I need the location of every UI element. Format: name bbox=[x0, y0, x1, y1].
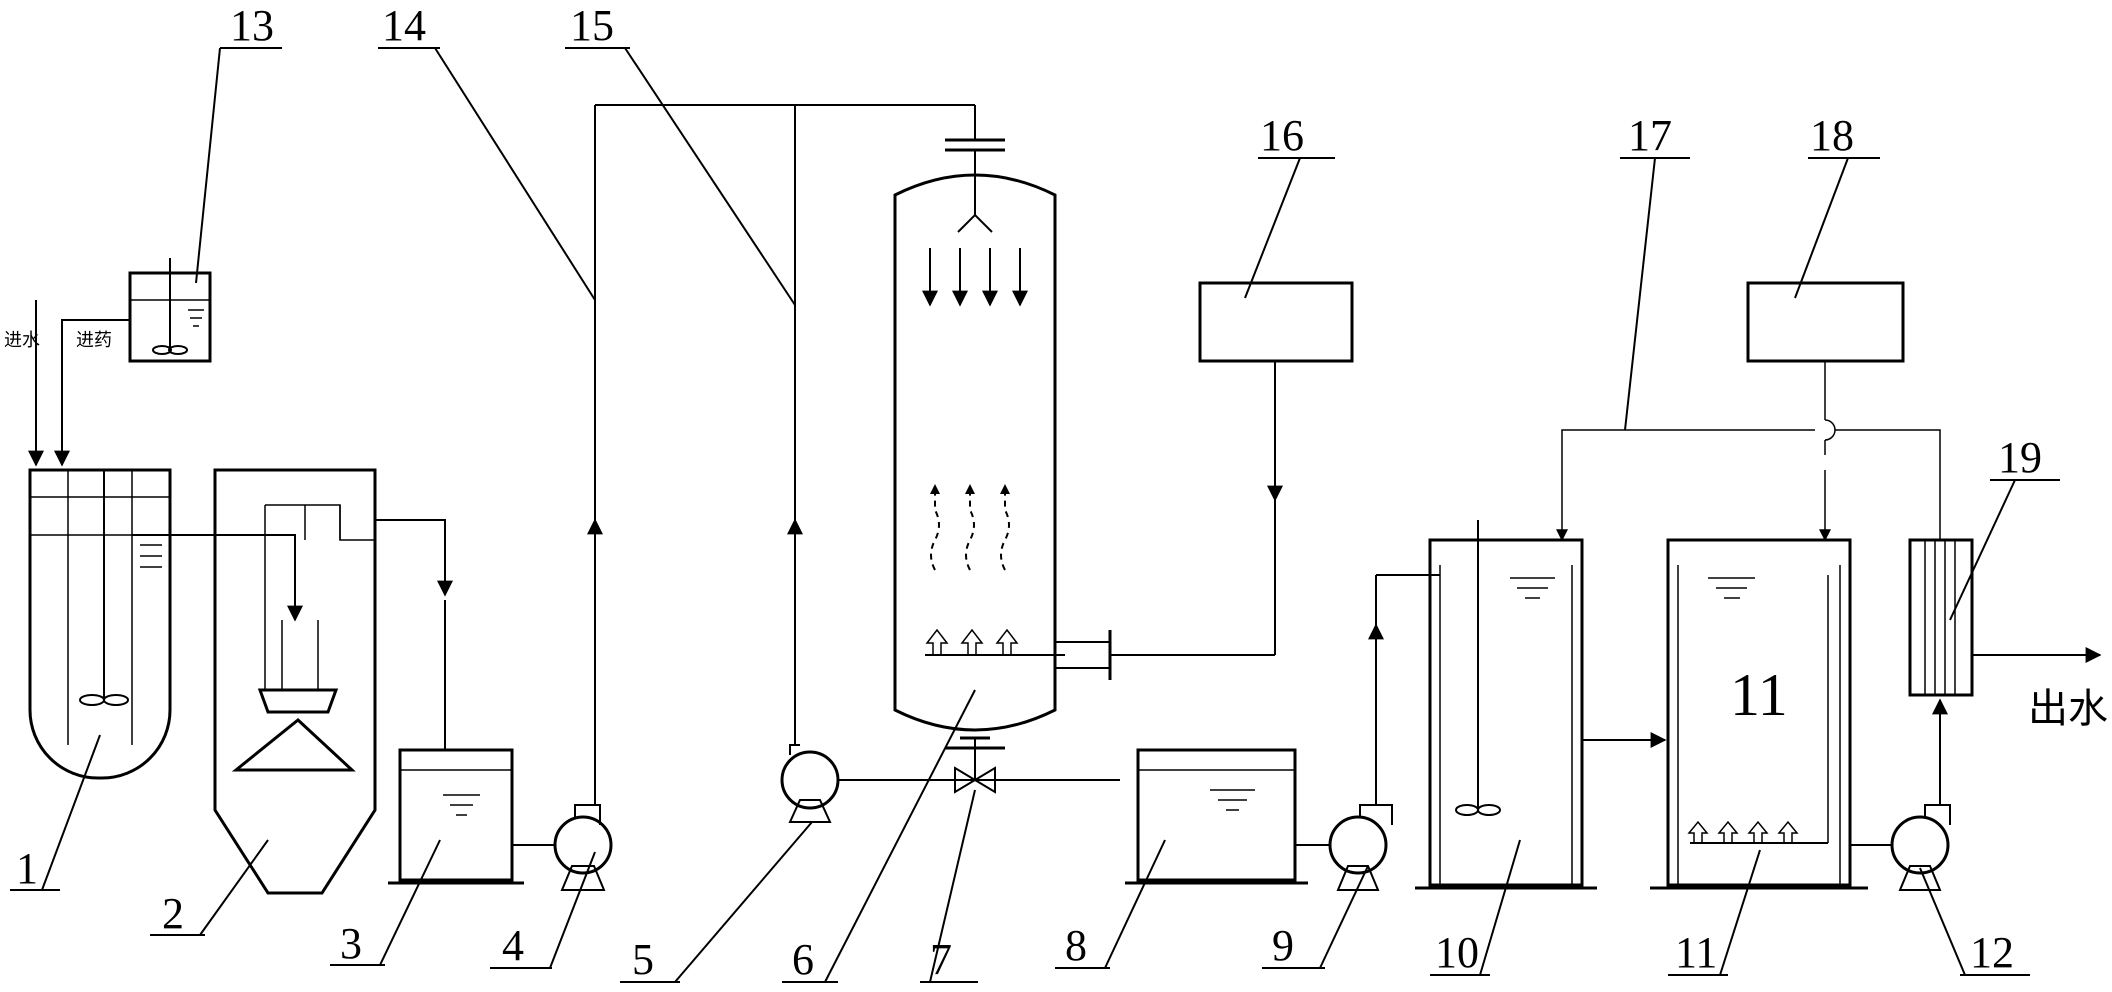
label-19: 19 bbox=[1998, 433, 2042, 482]
label-5: 5 bbox=[632, 935, 654, 984]
pump-5: 5 bbox=[620, 105, 1120, 984]
tank-8: 8 bbox=[1055, 748, 1330, 970]
inlet-water-label: 进水 bbox=[4, 330, 40, 351]
label-2: 2 bbox=[162, 889, 184, 938]
label-9: 9 bbox=[1272, 921, 1294, 970]
inlet-water: 进水 进药 bbox=[4, 300, 112, 467]
label-11: 11 bbox=[1675, 928, 1717, 977]
label-8: 8 bbox=[1065, 921, 1087, 970]
label-18: 18 bbox=[1810, 111, 1854, 160]
tank-3: 3 bbox=[330, 748, 555, 968]
label-16: 16 bbox=[1260, 111, 1304, 160]
unit-16: 16 bbox=[1198, 111, 1354, 655]
label-14: 14 bbox=[382, 1, 426, 50]
label-1: 1 bbox=[16, 844, 38, 893]
label-7: 7 bbox=[930, 935, 952, 984]
unit-18: 18 bbox=[1746, 111, 1905, 542]
outlet-water-label: 出水 bbox=[2028, 686, 2108, 732]
mixing-tank-1: 1 bbox=[10, 468, 303, 893]
label-13: 13 bbox=[230, 1, 274, 50]
inlet-chem-label: 进药 bbox=[76, 330, 112, 351]
pump-9: 9 bbox=[1262, 574, 1440, 970]
tank-11-inner-label: 11 bbox=[1730, 662, 1788, 728]
label-10: 10 bbox=[1435, 928, 1479, 977]
tank-11: 11 11 bbox=[1650, 538, 1893, 977]
settling-tank-2: 2 bbox=[150, 468, 453, 938]
line-17: 17 bbox=[1556, 111, 1941, 542]
pipe-15-leader: 15 bbox=[565, 1, 796, 306]
pump-4: 4 bbox=[490, 104, 975, 970]
label-6: 6 bbox=[792, 935, 814, 984]
tank-10: 10 bbox=[1415, 520, 1667, 977]
label-17: 17 bbox=[1628, 111, 1672, 160]
filter-19: 出水 19 bbox=[1908, 433, 2108, 732]
label-15: 15 bbox=[570, 1, 614, 50]
label-3: 3 bbox=[340, 919, 362, 968]
pipe-14-leader: 14 bbox=[378, 1, 596, 301]
dosing-tank-13: 13 bbox=[54, 1, 282, 467]
pump-12: 12 bbox=[1890, 698, 2030, 977]
label-12: 12 bbox=[1970, 928, 2014, 977]
reactor-6: 6 bbox=[782, 105, 1275, 984]
label-4: 4 bbox=[502, 921, 524, 970]
valve-7: 7 bbox=[920, 766, 996, 984]
